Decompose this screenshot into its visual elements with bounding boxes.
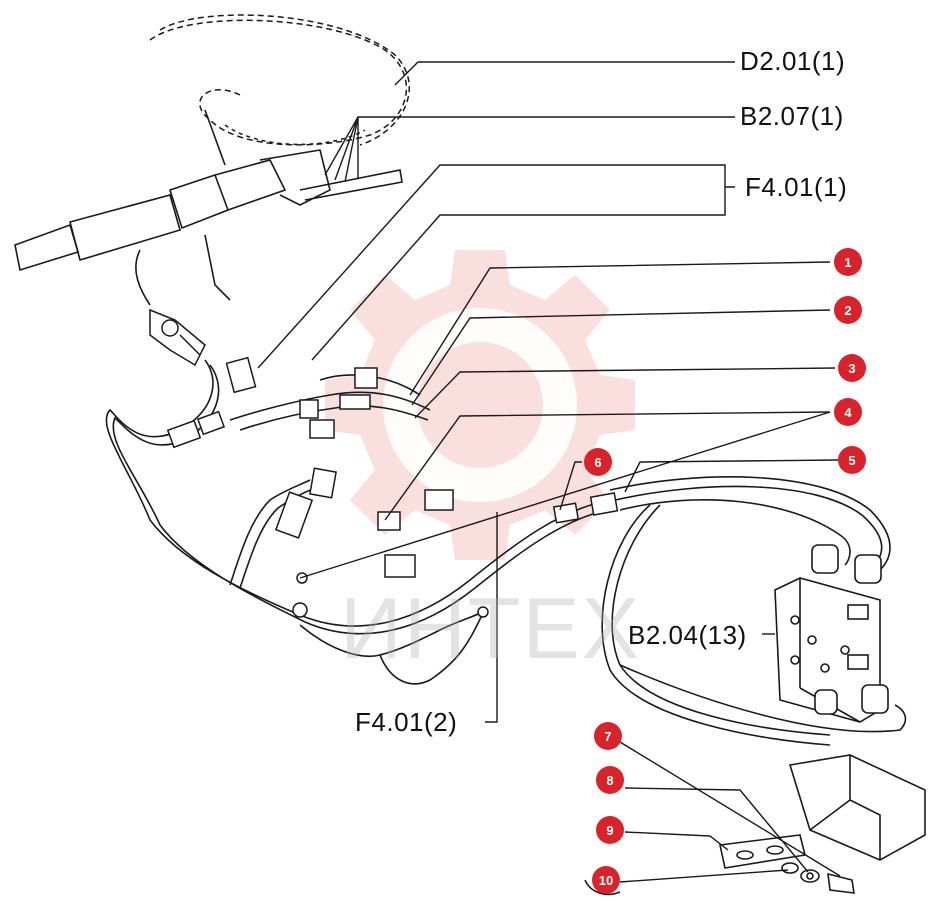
callout-8: 8: [596, 766, 624, 794]
callout-2: 2: [834, 296, 862, 324]
ignition-switch: [149, 308, 206, 367]
callout-5: 5: [838, 446, 866, 474]
callout-4: 4: [834, 398, 862, 426]
watermark-gear-icon: [325, 250, 635, 560]
steering-column: [14, 109, 403, 306]
callout-10: 10: [592, 866, 620, 894]
fasteners: [584, 862, 855, 896]
ref-label-b2-04-13: B2.04(13): [628, 620, 747, 650]
callout-6: 6: [584, 448, 612, 476]
callout-1: 1: [834, 248, 862, 276]
ref-label-f4-01-2: F4.01(2): [355, 707, 458, 737]
harness-connectors: [166, 356, 619, 618]
callout-3: 3: [838, 354, 866, 382]
mounting-bracket: [719, 754, 926, 869]
steering-wheel: [149, 14, 411, 146]
leader-lines: [257, 61, 841, 883]
callout-7: 7: [594, 722, 622, 750]
watermark-text: ИНТЕХ: [340, 581, 642, 677]
harness-cables: [105, 359, 907, 746]
valve-block: [774, 544, 889, 723]
callout-9: 9: [596, 816, 624, 844]
ref-label-b2-07-1: B2.07(1): [740, 101, 844, 131]
ref-label-f4-01-1: F4.01(1): [745, 172, 848, 202]
ref-label-d2-01-1: D2.01(1): [740, 46, 846, 76]
watermark-gear-ring: [383, 308, 577, 502]
